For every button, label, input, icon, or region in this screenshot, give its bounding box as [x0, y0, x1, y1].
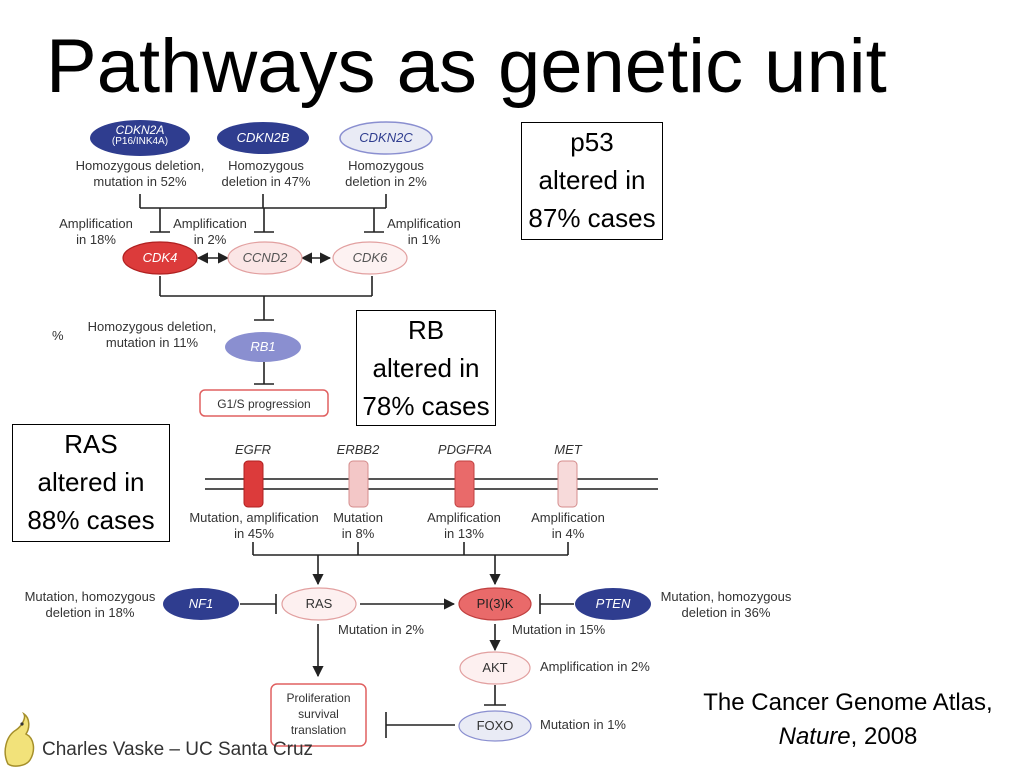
- cdkn2b-node: [217, 122, 309, 154]
- egfr-annotation-2: in 45%: [234, 526, 274, 541]
- citation: The Cancer Genome Atlas, Nature, 2008: [672, 686, 1024, 754]
- egfr-receptor: [243, 460, 264, 508]
- cdkn2a-annotation-2: mutation in 52%: [93, 174, 187, 189]
- cdk4-annotation-1: Amplification: [59, 216, 133, 231]
- pi3k-node: [458, 587, 532, 621]
- cdk6-annotation-1: Amplification: [387, 216, 461, 231]
- egfr-annotation-1: Mutation, amplification: [189, 510, 319, 525]
- pdgfra-label: PDGFRA: [437, 442, 493, 457]
- p53-callout-line2: altered in: [538, 165, 646, 195]
- ras-callout: RAS altered in 88% cases: [12, 424, 170, 542]
- p53-callout-line1: p53: [570, 127, 614, 157]
- met-receptor: [557, 460, 578, 508]
- proliferation-box: [270, 683, 367, 747]
- translation-label: translation: [290, 723, 347, 737]
- met-annotation-2: in 4%: [551, 526, 585, 541]
- g1s-label: G1/S progression: [217, 397, 311, 411]
- cdkn2b-annotation-1: Homozygous: [228, 158, 304, 173]
- cdkn2a-node: [90, 120, 190, 156]
- nf1-annotation-1: Mutation, homozygous: [24, 589, 156, 604]
- ccnd2-annotation-1: Amplification: [173, 216, 247, 231]
- cdkn2c-node: [339, 121, 433, 155]
- nf1-label: NF1: [188, 596, 214, 611]
- erbb2-label: ERBB2: [336, 442, 380, 457]
- pdgfra-receptor: [454, 460, 475, 508]
- cell-membrane: [205, 478, 658, 490]
- citation-line1: The Cancer Genome Atlas,: [703, 689, 993, 716]
- met-annotation-1: Amplification: [531, 510, 605, 525]
- slide-title: Pathways as genetic unit: [46, 24, 887, 109]
- proliferation-label: Proliferation: [286, 691, 351, 705]
- nf1-annotation-2: deletion in 18%: [45, 605, 135, 620]
- rb-left-edge-fragment: %: [52, 328, 64, 343]
- pdgfra-annotation-2: in 13%: [444, 526, 484, 541]
- rb1-node: [225, 332, 301, 362]
- egfr-label: EGFR: [234, 442, 272, 457]
- foxo-annotation: Mutation in 1%: [540, 717, 626, 732]
- rb-callout-line1: RB: [407, 315, 445, 345]
- cdkn2a-sub-label: (P16/INK4A): [111, 136, 169, 147]
- cdkn2b-label: CDKN2B: [236, 130, 290, 145]
- cdkn2a-annotation-1: Homozygous deletion,: [75, 158, 205, 173]
- pten-node: [575, 588, 651, 620]
- pten-label: PTEN: [595, 596, 631, 611]
- foxo-node: [458, 710, 532, 742]
- met-label: MET: [554, 442, 582, 457]
- ras-callout-line3: 88% cases: [27, 505, 155, 535]
- akt-annotation: Amplification in 2%: [540, 659, 650, 674]
- cdkn2b-annotation-2: deletion in 47%: [221, 174, 311, 189]
- ras-annotation: Mutation in 2%: [338, 622, 424, 637]
- erbb2-annotation-2: in 8%: [341, 526, 375, 541]
- akt-label: AKT: [482, 660, 508, 675]
- cdkn2c-annotation-1: Homozygous: [348, 158, 424, 173]
- pi3k-annotation: Mutation in 15%: [512, 622, 606, 637]
- ras-callout-line1: RAS: [64, 429, 118, 459]
- cdk4-annotation-2: in 18%: [76, 232, 116, 247]
- rb-callout: RB altered in 78% cases: [356, 310, 496, 426]
- pdgfra-annotation-1: Amplification: [427, 510, 501, 525]
- rb1-annotation-1: Homozygous deletion,: [87, 319, 217, 334]
- erbb2-annotation-1: Mutation: [333, 510, 383, 525]
- cdk6-annotation-2: in 1%: [407, 232, 441, 247]
- foxo-label: FOXO: [476, 718, 514, 733]
- akt-node: [459, 651, 531, 685]
- erbb2-receptor: [348, 460, 369, 508]
- rb-callout-line2: altered in: [372, 353, 480, 383]
- ras-node: [281, 587, 357, 621]
- cdk6-node: [332, 241, 408, 275]
- p53-callout: p53 altered in 87% cases: [521, 122, 663, 240]
- nf1-node: [163, 588, 239, 620]
- cdkn2c-annotation-2: deletion in 2%: [345, 174, 427, 189]
- rb-callout-line3: 78% cases: [362, 391, 490, 421]
- ras-callout-line2: altered in: [37, 467, 145, 497]
- g1s-progression-box: [199, 389, 329, 417]
- citation-year: , 2008: [850, 723, 918, 750]
- pi3k-label: PI(3)K: [476, 596, 514, 611]
- citation-journal: Nature: [778, 723, 851, 750]
- ccnd2-node: [227, 241, 303, 275]
- rb1-label: RB1: [250, 339, 276, 354]
- rb-top-connectors: [139, 194, 387, 385]
- ccnd2-annotation-2: in 2%: [193, 232, 227, 247]
- cdk6-label: CDK6: [352, 250, 388, 265]
- ccnd2-label: CCND2: [242, 250, 288, 265]
- p53-callout-line3: 87% cases: [528, 203, 656, 233]
- survival-label: survival: [298, 707, 339, 721]
- rtk-connectors: [240, 542, 574, 738]
- pten-annotation-1: Mutation, homozygous: [660, 589, 792, 604]
- banana-slug-mascot-icon: [4, 712, 35, 767]
- rb1-annotation-2: mutation in 11%: [105, 335, 199, 350]
- cdk4-node: [122, 241, 198, 275]
- cdkn2a-label: CDKN2A: [115, 123, 165, 137]
- cdkn2c-label: CDKN2C: [359, 130, 413, 145]
- cdk4-label: CDK4: [142, 250, 178, 265]
- pten-annotation-2: deletion in 36%: [681, 605, 771, 620]
- footer-credit: Charles Vaske – UC Santa Cruz: [42, 739, 314, 760]
- ras-label: RAS: [305, 596, 333, 611]
